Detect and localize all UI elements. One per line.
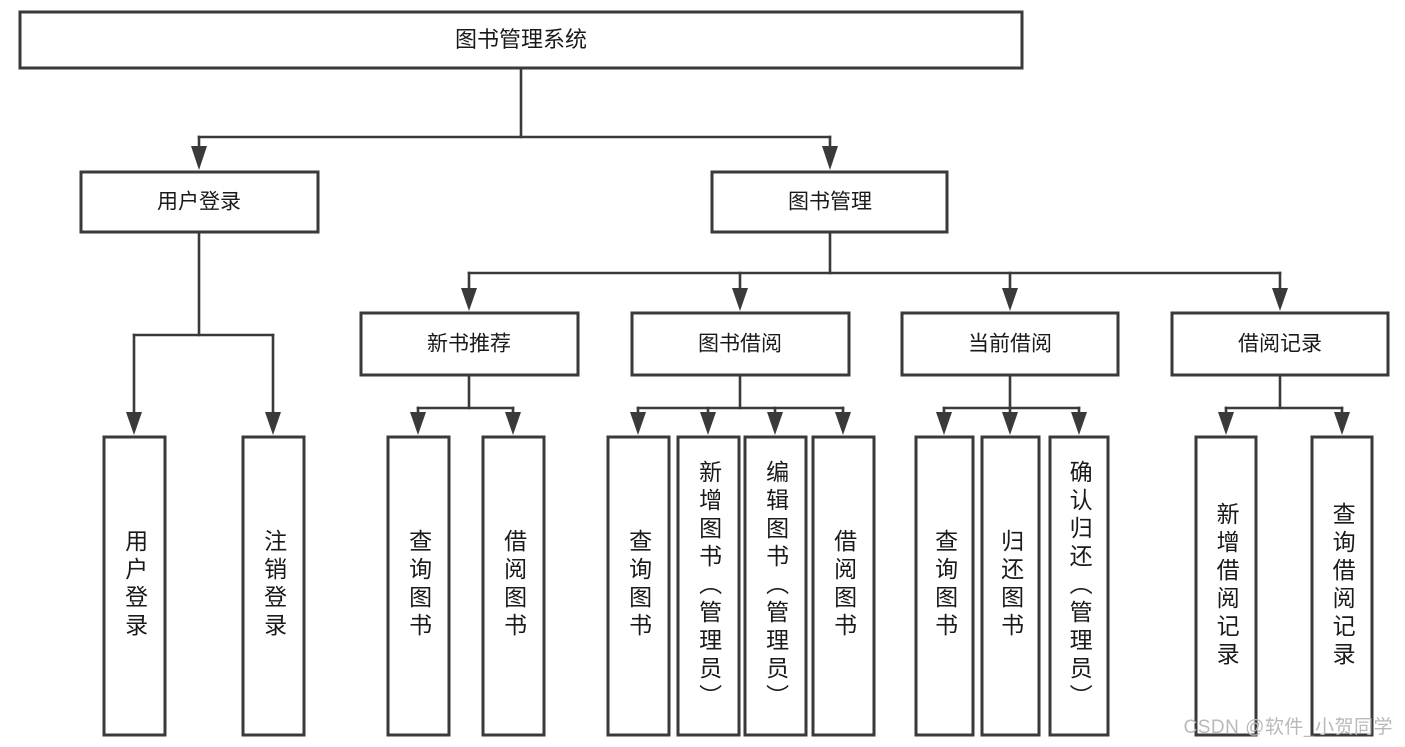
- leaf-node-box[interactable]: [102, 435, 167, 737]
- node-borrow-record[interactable]: 借阅记录: [1170, 311, 1390, 377]
- arrowhead-icon: [822, 146, 838, 170]
- node-book-borrow-label: 图书借阅: [698, 333, 782, 356]
- node-new-book-recommend-box[interactable]: [359, 311, 580, 377]
- node-book-borrow-box[interactable]: [630, 311, 851, 377]
- node-book-management[interactable]: 图书管理: [710, 170, 949, 234]
- leaf-box-group: [102, 435, 1374, 737]
- node-book-borrow[interactable]: 图书借阅: [630, 311, 851, 377]
- node-user-login[interactable]: 用户登录: [79, 170, 320, 234]
- arrowhead-icon: [732, 288, 748, 311]
- connector-group-book-management: [461, 230, 1288, 311]
- arrowhead-icon: [505, 412, 521, 435]
- node-root-label: 图书管理系统: [455, 27, 587, 52]
- connector-group-new-book-recommend: [410, 373, 521, 435]
- node-book-management-box[interactable]: [710, 170, 949, 234]
- arrowhead-icon: [936, 412, 952, 435]
- leaf-node-box[interactable]: [1194, 435, 1258, 737]
- node-current-borrow[interactable]: 当前借阅: [900, 311, 1120, 377]
- connector-group-current-borrow: [936, 373, 1087, 435]
- arrowhead-icon: [1002, 412, 1018, 435]
- node-user-login-label: 用户登录: [157, 191, 241, 214]
- leaf-node-box[interactable]: [811, 435, 876, 737]
- node-current-borrow-label: 当前借阅: [968, 333, 1052, 356]
- arrowhead-icon: [1272, 288, 1288, 311]
- node-current-borrow-box[interactable]: [900, 311, 1120, 377]
- connector-group-root: [191, 66, 838, 170]
- arrowhead-icon: [126, 412, 142, 435]
- leaf-node-box[interactable]: [914, 435, 975, 737]
- connector-group-borrow-record: [1218, 373, 1350, 435]
- arrowhead-icon: [767, 412, 783, 435]
- node-borrow-record-label: 借阅记录: [1238, 333, 1322, 356]
- connector-group-user-login: [126, 230, 281, 435]
- node-new-book-recommend-label: 新书推荐: [427, 333, 511, 356]
- node-root-box[interactable]: [18, 10, 1024, 70]
- arrowhead-icon: [265, 412, 281, 435]
- leaf-node-box[interactable]: [606, 435, 671, 737]
- node-borrow-record-box[interactable]: [1170, 311, 1390, 377]
- node-new-book-recommend[interactable]: 新书推荐: [359, 311, 580, 377]
- leaf-node-box[interactable]: [241, 435, 306, 737]
- node-user-login-box[interactable]: [79, 170, 320, 234]
- connector-group-book-borrow: [630, 373, 851, 435]
- node-root[interactable]: 图书管理系统: [18, 10, 1024, 70]
- arrowhead-icon: [1071, 412, 1087, 435]
- arrowhead-icon: [461, 288, 477, 311]
- leaf-node-box[interactable]: [743, 435, 808, 737]
- leaf-node-box[interactable]: [386, 435, 451, 737]
- arrowhead-icon: [630, 412, 646, 435]
- arrowhead-icon: [410, 412, 426, 435]
- leaf-node-box[interactable]: [1048, 435, 1110, 737]
- arrowhead-icon: [1002, 288, 1018, 311]
- arrowhead-icon: [191, 146, 207, 170]
- leaf-node-box[interactable]: [676, 435, 741, 737]
- node-book-management-label: 图书管理: [788, 191, 872, 214]
- leaf-node-box[interactable]: [1310, 435, 1374, 737]
- watermark: CSDN @软件_小贺同学: [1183, 717, 1393, 738]
- arrowhead-icon: [700, 412, 716, 435]
- arrowhead-icon: [835, 412, 851, 435]
- leaf-node-box[interactable]: [481, 435, 546, 737]
- arrowhead-icon: [1218, 412, 1234, 435]
- leaf-node-box[interactable]: [980, 435, 1041, 737]
- arrowhead-icon: [1334, 412, 1350, 435]
